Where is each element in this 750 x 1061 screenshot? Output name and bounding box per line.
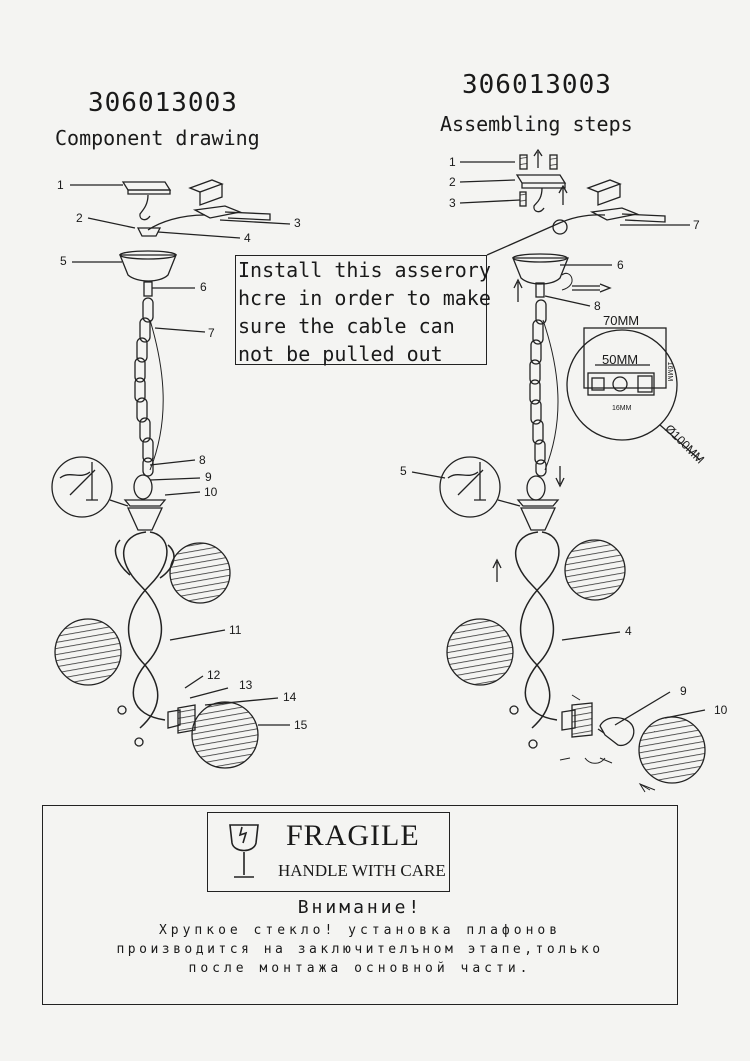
right-screws (519, 148, 558, 170)
right-label-3: 3 (449, 196, 456, 210)
dim-16mm-a: 16MM (612, 405, 632, 412)
handle-with-care-text: HANDLE WITH CARE (278, 861, 446, 880)
left-label-2: 2 (76, 211, 83, 225)
left-stem (143, 281, 153, 297)
left-label-7: 7 (208, 326, 215, 340)
right-label-7: 7 (693, 218, 700, 232)
left-shade-3 (191, 701, 259, 769)
assembly-drawing (51, 148, 706, 793)
bulb (597, 716, 635, 747)
warning-line-2: производится на заключителъном этапе,тол… (116, 942, 604, 957)
wine-glass-icon (229, 824, 259, 878)
right-terminal-block (586, 179, 666, 223)
right-arms (515, 531, 560, 729)
right-chain (529, 299, 547, 477)
left-label-13: 13 (239, 678, 253, 692)
left-label-4: 4 (244, 231, 251, 245)
right-label-4: 4 (625, 624, 632, 638)
dim-50mm: 50MM (602, 352, 639, 367)
left-detail-circle (51, 456, 129, 518)
left-cup (126, 507, 164, 531)
left-label-12: 12 (207, 668, 221, 682)
left-hook (139, 194, 151, 221)
left-label-8: 8 (199, 453, 206, 467)
left-terminal-block (188, 179, 271, 221)
dim-16mm-b: 16MM (666, 361, 674, 382)
right-label-5: 5 (400, 464, 407, 478)
left-label-1: 1 (57, 178, 64, 192)
cable-note: Install this asserory hcre in order to m… (235, 255, 491, 366)
left-label-11: 11 (229, 623, 242, 637)
left-loop (136, 227, 162, 237)
note-line-4: not be pulled out (238, 342, 443, 366)
right-label-6: 6 (617, 258, 624, 272)
attention-text: Внимание! (297, 897, 423, 918)
dim-70mm: 70MM (603, 313, 640, 328)
left-arms (114, 531, 175, 729)
left-ceiling-plate (121, 181, 172, 195)
right-label-1: 1 (449, 155, 456, 169)
left-ring (133, 474, 153, 500)
warning-line-3: после монтажа основной части. (188, 961, 532, 976)
dimension-detail (566, 327, 701, 461)
right-detail-circle (439, 456, 521, 518)
right-shade-1 (564, 539, 626, 601)
fragile-text: FRAGILE (286, 819, 420, 852)
left-shade-2 (54, 618, 122, 686)
right-shade-2 (446, 618, 514, 686)
left-label-9: 9 (205, 470, 212, 484)
warning-frame (42, 805, 678, 1005)
fragile-box: FRAGILE HANDLE WITH CARE (207, 812, 450, 892)
left-label-5: 5 (60, 254, 67, 268)
assembly-title: Assembling steps (440, 112, 633, 136)
left-socket (167, 704, 196, 734)
right-socket (561, 702, 593, 738)
warning-line-1: Хрупкое стекло! установка плафонов (158, 923, 562, 938)
right-ceiling-plate (515, 174, 567, 189)
component-code: 306013003 (88, 88, 238, 118)
right-label-8: 8 (594, 299, 601, 313)
component-title: Component drawing (55, 126, 260, 150)
left-shade-1 (169, 542, 231, 604)
left-canopy (119, 254, 177, 282)
left-chain (134, 297, 154, 477)
right-label-2: 2 (449, 175, 456, 189)
right-label-9: 9 (680, 684, 687, 698)
note-line-3: sure the cable can (238, 314, 455, 338)
left-label-10: 10 (204, 485, 218, 499)
note-line-1: Install this asserory (238, 258, 491, 282)
left-label-14: 14 (283, 690, 297, 704)
note-line-2: hcre in order to make (238, 286, 491, 310)
left-label-15: 15 (294, 718, 308, 732)
left-end-ball (117, 705, 127, 715)
assembly-code: 306013003 (462, 70, 612, 100)
left-label-6: 6 (200, 280, 207, 294)
left-label-3: 3 (294, 216, 301, 230)
right-shade-3 (638, 716, 706, 784)
right-label-10: 10 (714, 703, 728, 717)
